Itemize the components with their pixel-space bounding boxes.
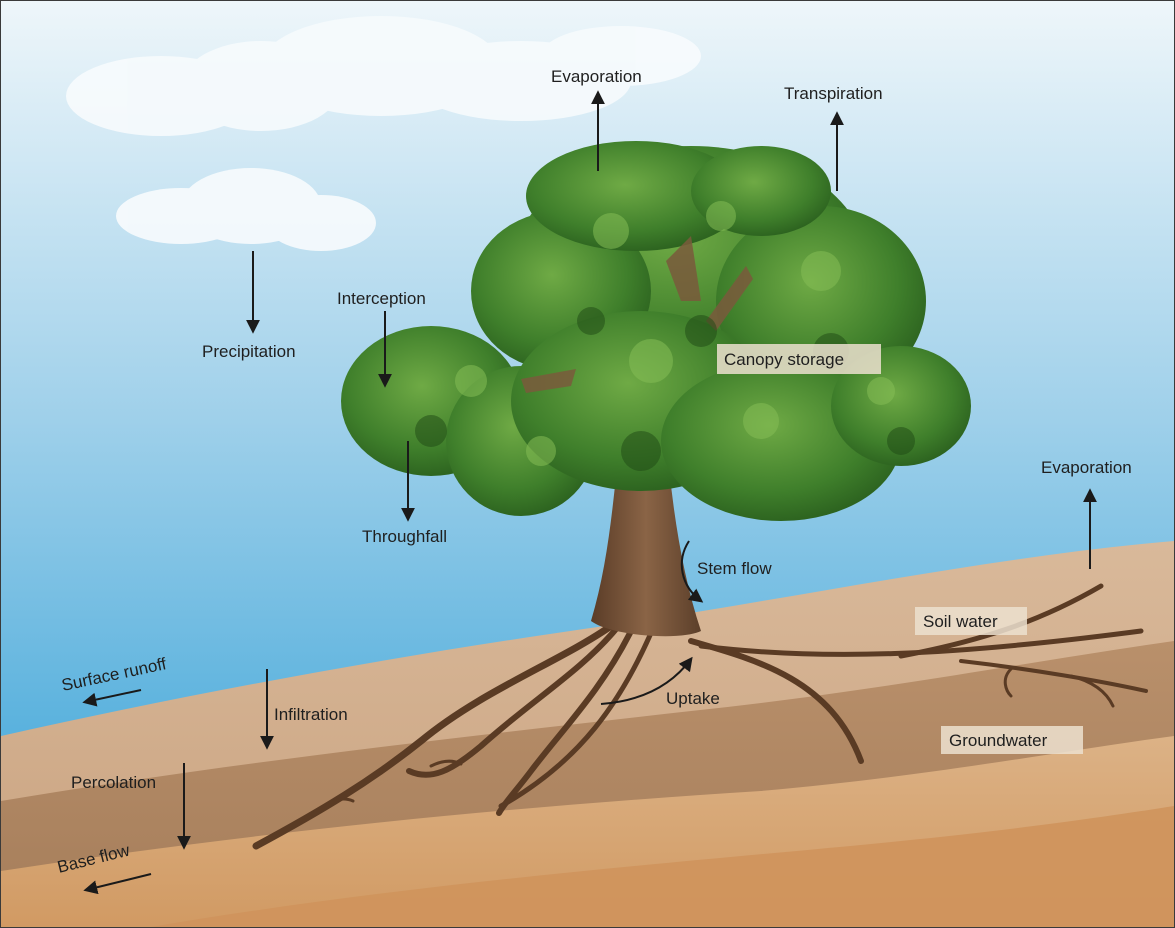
throughfall-label: Throughfall: [362, 527, 447, 546]
canopy-storage-label: Canopy storage: [724, 350, 844, 369]
percolation-label: Percolation: [71, 773, 156, 792]
stem-flow-label: Stem flow: [697, 559, 772, 578]
transpiration-label: Transpiration: [784, 84, 883, 103]
precipitation-label: Precipitation: [202, 342, 296, 361]
soil-water-label: Soil water: [923, 612, 998, 631]
groundwater-label: Groundwater: [949, 731, 1048, 750]
uptake-label: Uptake: [666, 689, 720, 708]
evaporation-right-label: Evaporation: [1041, 458, 1132, 477]
infiltration-label: Infiltration: [274, 705, 348, 724]
interception-label: Interception: [337, 289, 426, 308]
evaporation-top-label: Evaporation: [551, 67, 642, 86]
